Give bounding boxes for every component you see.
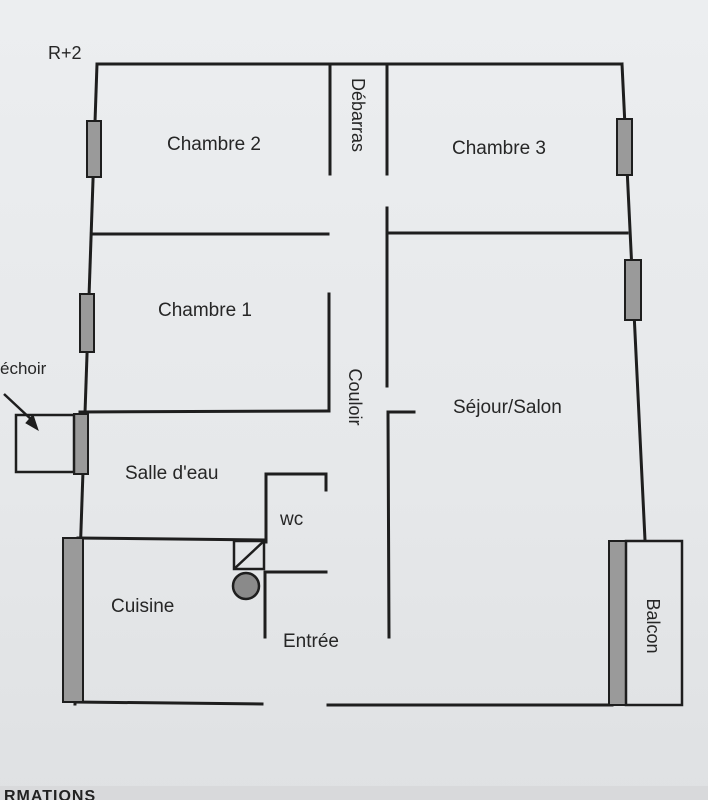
wall-cuisine-top xyxy=(76,536,268,542)
room-label-debarras: Débarras xyxy=(348,77,368,153)
window-cuisine xyxy=(62,537,84,703)
room-label-entree: Entrée xyxy=(283,631,339,652)
window-sejour xyxy=(624,259,642,321)
wall-chambre1-bottom xyxy=(78,409,331,414)
window-chambre2 xyxy=(86,120,102,178)
room-label-couloir: Couloir xyxy=(345,368,365,426)
room-label-cuisine: Cuisine xyxy=(111,596,175,617)
room-label-chambre-1: Chambre 1 xyxy=(158,300,252,321)
floor-label: R+2 xyxy=(48,43,82,63)
wall-bottom-left xyxy=(73,700,264,706)
section-heading-fragment: RMATIONS xyxy=(4,788,97,800)
room-label-sechoir: échoir xyxy=(0,359,47,378)
window-chambre1 xyxy=(79,293,95,353)
wall-couloir-right-lower xyxy=(386,410,391,639)
room-label-sejour-salon: Séjour/Salon xyxy=(453,397,562,418)
room-label-chambre-3: Chambre 3 xyxy=(452,138,546,159)
windows xyxy=(62,118,642,706)
window-salle-deau xyxy=(73,413,89,475)
sechoir-symbol xyxy=(3,393,76,474)
cropped-section-heading: RMATIONS xyxy=(0,786,708,800)
window-chambre3 xyxy=(616,118,633,176)
balcony-outline xyxy=(624,539,684,707)
room-label-salle-deau: Salle d'eau xyxy=(125,463,219,484)
window-balcon xyxy=(608,540,627,706)
room-label-wc: wc xyxy=(280,509,304,530)
room-label-chambre-2: Chambre 2 xyxy=(167,134,261,155)
room-label-balcon: Balcon xyxy=(643,598,663,654)
boiler-symbol xyxy=(231,539,266,601)
